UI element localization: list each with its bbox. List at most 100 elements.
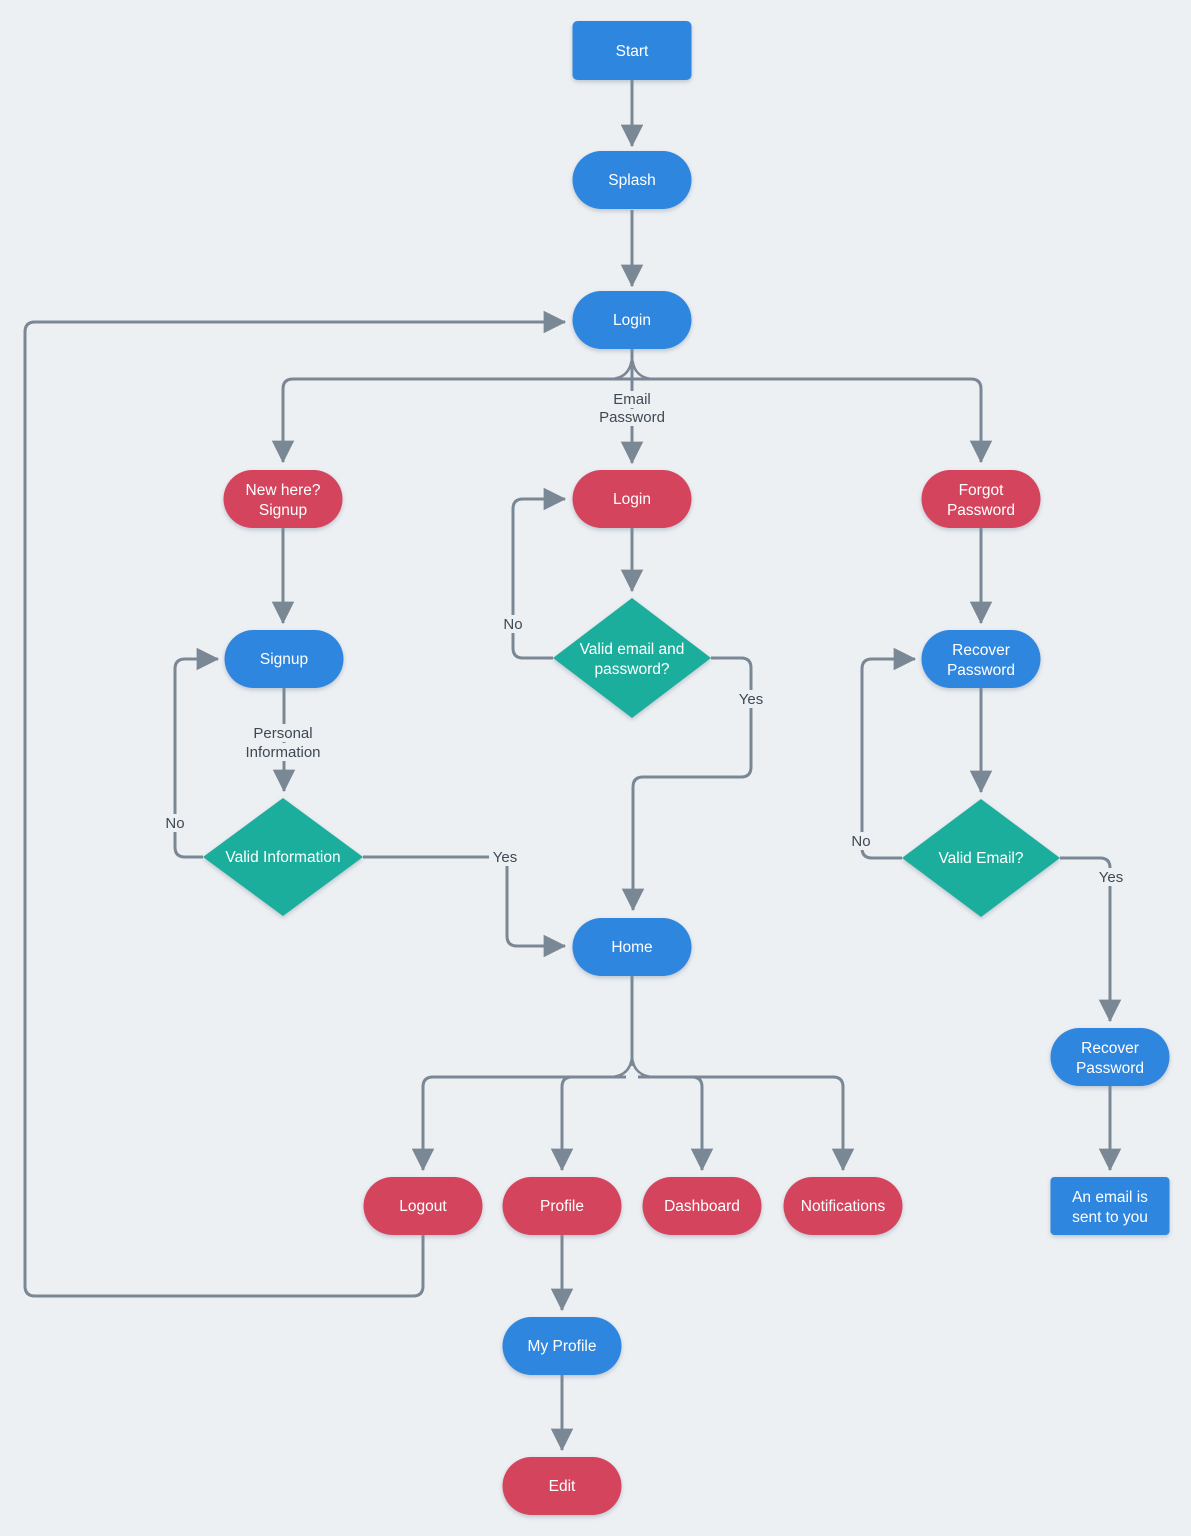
node-my-profile: My Profile — [502, 1317, 622, 1375]
edge-label-no-validinfo: No — [165, 815, 184, 832]
node-start: Start — [572, 21, 692, 80]
node-login-screen-shape — [572, 291, 692, 349]
node-valid-email-shape — [902, 799, 1060, 917]
nodes: Start Splash Login New here? Signup Logi… — [203, 21, 1170, 1515]
node-login-screen: Login — [572, 291, 692, 349]
label-bg — [249, 724, 317, 742]
node-valid-email-password-label-line2: password? — [595, 661, 670, 678]
node-edit: Edit — [502, 1457, 622, 1515]
node-start-shape — [572, 21, 692, 80]
node-splash-shape — [572, 151, 692, 209]
edge-login-branch-left — [271, 377, 632, 464]
node-forgot-password-label-line1: Forgot — [959, 482, 1004, 499]
node-profile-label: Profile — [540, 1198, 584, 1215]
node-email-sent-label-line2: sent to you — [1072, 1209, 1148, 1226]
node-logout: Logout — [363, 1177, 483, 1235]
edge-login-fork-flare-left — [614, 360, 633, 380]
edge-validlogin-yes-home — [621, 656, 753, 912]
node-email-sent: An email is sent to you — [1050, 1177, 1170, 1235]
label-bg — [604, 391, 660, 408]
node-signup: Signup — [224, 630, 344, 688]
node-valid-information: Valid Information — [203, 798, 363, 916]
edge-label-yes-validemail: Yes — [1099, 869, 1123, 886]
node-new-here-signup-label-line1: New here? — [246, 482, 321, 499]
edges — [23, 80, 1122, 1452]
edge-validemail-no-recover — [860, 647, 917, 860]
node-recover-password-confirm-shape — [1050, 1028, 1170, 1086]
node-my-profile-shape — [502, 1317, 622, 1375]
node-edit-label: Edit — [549, 1478, 576, 1495]
label-bg — [240, 743, 326, 761]
node-logout-label: Logout — [399, 1198, 447, 1215]
node-recover-password: Recover Password — [921, 630, 1041, 688]
node-home: Home — [572, 918, 692, 976]
edge-home-notifications — [638, 1075, 855, 1172]
node-recover-password-confirm: Recover Password — [1050, 1028, 1170, 1086]
node-notifications-shape — [783, 1177, 903, 1235]
node-home-shape — [572, 918, 692, 976]
node-forgot-password-label-line2: Password — [947, 502, 1015, 519]
edge-home-fork-flare-right — [631, 1059, 650, 1078]
node-new-here-signup-shape — [223, 470, 343, 528]
node-new-here-signup-label-line2: Signup — [259, 502, 307, 519]
node-dashboard-shape — [642, 1177, 762, 1235]
node-signup-shape — [224, 630, 344, 688]
node-login-action-label: Login — [613, 491, 651, 508]
node-recover-password-label-line2: Password — [947, 662, 1015, 679]
node-valid-email-password-shape — [553, 598, 711, 718]
node-dashboard-label: Dashboard — [664, 1198, 740, 1215]
edge-home-logout — [411, 1075, 626, 1172]
node-forgot-password: Forgot Password — [921, 470, 1041, 528]
label-bg — [1095, 868, 1127, 886]
node-recover-password-confirm-label-line2: Password — [1076, 1060, 1144, 1077]
edge-label-password: Password — [599, 409, 665, 426]
node-new-here-signup: New here? Signup — [223, 470, 343, 528]
edge-label-information: Information — [245, 744, 320, 761]
edge-home-dashboard — [690, 1075, 714, 1172]
edge-home-profile — [550, 1075, 574, 1172]
node-recover-password-label-line1: Recover — [952, 642, 1010, 659]
node-recover-password-shape — [921, 630, 1041, 688]
edge-login-fork-flare-right — [631, 360, 650, 380]
edge-validlogin-no-loginaction — [511, 487, 567, 660]
node-dashboard: Dashboard — [642, 1177, 762, 1235]
node-valid-email-password-label-line1: Valid email and — [580, 641, 685, 658]
node-login-action-shape — [572, 470, 692, 528]
node-logout-shape — [363, 1177, 483, 1235]
edge-logout-loop-login — [23, 310, 567, 1298]
edge-labels: Email Password Personal Information No Y… — [161, 391, 1127, 886]
node-notifications-label: Notifications — [801, 1198, 886, 1215]
node-email-sent-label-line1: An email is — [1072, 1189, 1148, 1206]
node-login-action: Login — [572, 470, 692, 528]
node-my-profile-label: My Profile — [528, 1338, 597, 1355]
node-valid-information-shape — [203, 798, 363, 916]
edge-home-fork-flare-left — [614, 1059, 633, 1078]
node-notifications: Notifications — [783, 1177, 903, 1235]
edge-label-no-validemail: No — [851, 833, 870, 850]
label-bg — [847, 832, 875, 850]
label-bg — [499, 615, 527, 633]
label-bg — [489, 848, 521, 866]
edge-validinfo-no-signup — [173, 647, 220, 859]
node-splash: Splash — [572, 151, 692, 209]
node-valid-email-password: Valid email and password? — [553, 598, 711, 718]
edge-login-branch-right — [632, 377, 993, 464]
edge-label-yes-validlogin: Yes — [739, 691, 763, 708]
node-splash-label: Splash — [608, 172, 655, 189]
node-recover-password-confirm-label-line1: Recover — [1081, 1040, 1139, 1057]
label-bg — [161, 814, 189, 832]
node-signup-label: Signup — [260, 651, 308, 668]
edge-label-email: Email — [613, 391, 651, 408]
node-start-label: Start — [616, 43, 649, 60]
label-bg — [735, 690, 767, 708]
edge-validemail-yes-recover2 — [1060, 856, 1122, 1023]
node-valid-information-label: Valid Information — [225, 849, 340, 866]
label-bg — [596, 409, 668, 426]
node-forgot-password-shape — [921, 470, 1041, 528]
edge-label-yes-validinfo: Yes — [493, 849, 517, 866]
node-valid-email: Valid Email? — [902, 799, 1060, 917]
node-login-screen-label: Login — [613, 312, 651, 329]
edge-validinfo-yes-home — [363, 855, 567, 958]
